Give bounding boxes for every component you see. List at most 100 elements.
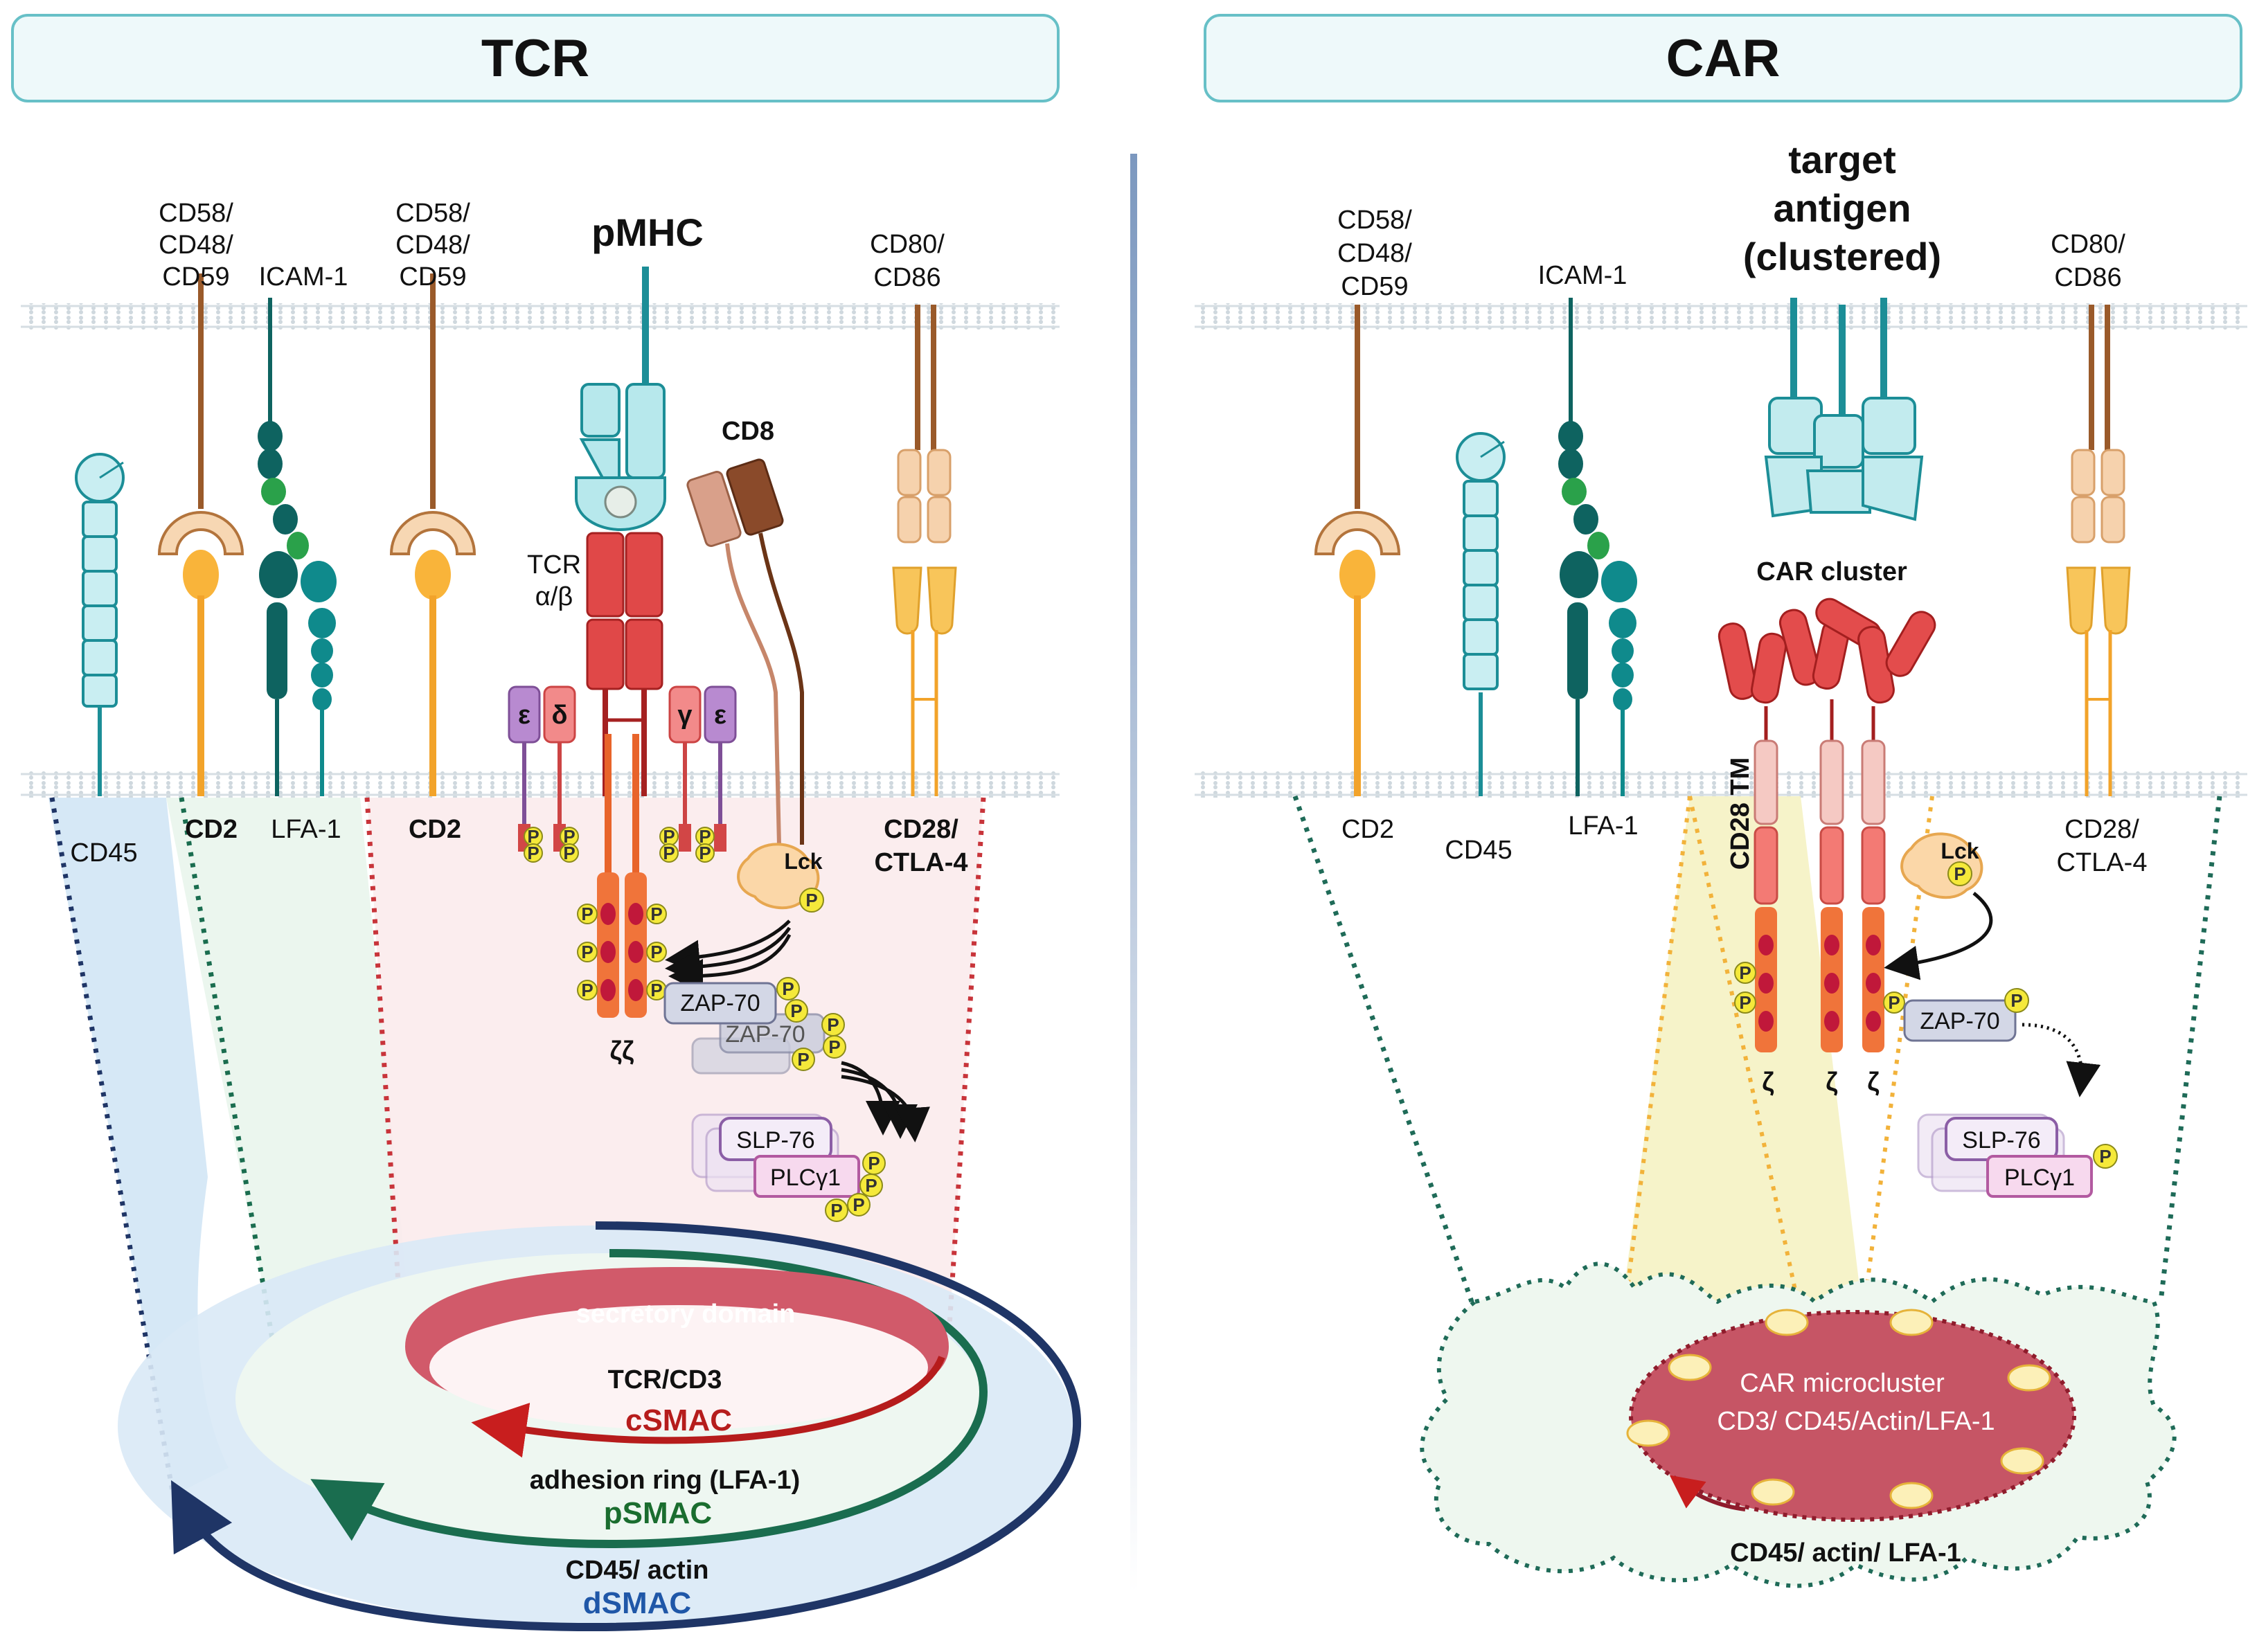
car-title: CAR bbox=[1666, 29, 1781, 88]
zap70-phospho-tcr: P P P P P bbox=[776, 977, 846, 1071]
svg-text:P: P bbox=[663, 826, 675, 847]
svg-text:P: P bbox=[581, 980, 593, 1000]
cd28-label-car-1: CD28/ bbox=[2064, 815, 2139, 844]
pmhc-label: pMHC bbox=[591, 210, 704, 254]
svg-text:P: P bbox=[828, 1036, 840, 1057]
cd2-cd58-pair-b bbox=[389, 273, 476, 796]
car-microcluster-label-1: CAR microcluster bbox=[1740, 1369, 1945, 1398]
zeta-chains-tcr bbox=[597, 734, 647, 1018]
gamma-label: γ bbox=[677, 701, 692, 730]
svg-text:P: P bbox=[581, 904, 593, 924]
cd80-cd28-pair-car bbox=[2066, 305, 2131, 796]
svg-text:P: P bbox=[827, 1014, 839, 1035]
svg-text:CD59: CD59 bbox=[399, 262, 466, 291]
plcg1-label-car: PLCγ1 bbox=[2004, 1165, 2075, 1191]
icam1-label-tcr: ICAM-1 bbox=[259, 262, 348, 291]
svg-text:P: P bbox=[581, 942, 593, 962]
apc-membrane-car bbox=[1195, 303, 2247, 330]
tcr-synapse-rings: secretory domain TCR/CD3 cSMAC adhesion … bbox=[118, 1221, 1082, 1632]
cd3-phospho-groups: P P P P P P P P bbox=[524, 826, 715, 863]
svg-text:CD58/: CD58/ bbox=[395, 199, 470, 228]
cd3-gamma bbox=[668, 685, 702, 852]
car-outer-synapse-label: CD45/ actin/ LFA-1 bbox=[1730, 1538, 1961, 1568]
lck-arrows-tcr bbox=[665, 919, 792, 994]
psmac-label: pSMAC bbox=[604, 1496, 712, 1530]
zeta-label-tcr: ζζ bbox=[610, 1036, 634, 1066]
cd45-receptor-car bbox=[1456, 432, 1506, 796]
svg-text:P: P bbox=[650, 904, 662, 924]
lfa1-label-car: LFA-1 bbox=[1568, 811, 1638, 841]
cd2-label-car: CD2 bbox=[1341, 815, 1394, 844]
lck-label-car: Lck bbox=[1941, 838, 1979, 863]
svg-text:P: P bbox=[830, 1200, 842, 1221]
cd28-label-tcr-2: CTLA-4 bbox=[874, 848, 967, 877]
dsmac-label: dSMAC bbox=[583, 1586, 691, 1620]
svg-text:P: P bbox=[797, 1049, 809, 1070]
icam1-lfa1-pair-tcr bbox=[258, 298, 337, 796]
slp76-plcg1-car: P bbox=[1917, 1113, 2118, 1198]
target-antigen-label-2: antigen bbox=[1773, 186, 1911, 230]
lck-kinase-tcr: P bbox=[737, 843, 824, 913]
svg-text:P: P bbox=[1739, 962, 1751, 983]
tcr-label: TCR bbox=[527, 550, 581, 580]
svg-text:CD58/: CD58/ bbox=[1337, 206, 1412, 235]
epsilon-label-2: ε bbox=[714, 701, 726, 730]
svg-text:CD59: CD59 bbox=[1341, 272, 1408, 301]
svg-text:P: P bbox=[1739, 992, 1751, 1013]
tcr-title: TCR bbox=[481, 29, 589, 88]
cd2-cd58-pair-car bbox=[1314, 305, 1401, 796]
cd2-label-b: CD2 bbox=[409, 815, 461, 844]
svg-text:P: P bbox=[1954, 863, 1965, 884]
cd80-label-tcr-1: CD80/ bbox=[870, 230, 945, 259]
car-microcluster bbox=[1626, 1309, 2076, 1522]
car-cluster-label: CAR cluster bbox=[1756, 557, 1907, 586]
slp76-label-car: SLP-76 bbox=[1962, 1127, 2040, 1153]
tcr-alpha-beta-label: α/β bbox=[535, 582, 573, 611]
svg-text:P: P bbox=[699, 843, 711, 863]
svg-text:CD59: CD59 bbox=[162, 262, 229, 291]
tcr-cd3-label: TCR/CD3 bbox=[608, 1365, 722, 1394]
svg-text:P: P bbox=[527, 843, 539, 863]
zeta-label-car-3: ζ bbox=[1867, 1068, 1880, 1097]
cd58-label-car: CD58/ CD48/ CD59 bbox=[1337, 206, 1412, 301]
cd80-label-car-1: CD80/ bbox=[2051, 230, 2125, 259]
cd58-label-a: CD58/ CD48/ CD59 bbox=[159, 199, 233, 291]
cd8-coreceptor bbox=[686, 458, 804, 845]
icam1-lfa1-pair-car bbox=[1558, 298, 1637, 796]
cd80-label-tcr-2: CD86 bbox=[873, 263, 940, 292]
cd8-label: CD8 bbox=[722, 417, 774, 446]
svg-text:CD48/: CD48/ bbox=[159, 231, 233, 260]
zap70-tcr bbox=[663, 982, 826, 1075]
svg-text:P: P bbox=[563, 826, 575, 847]
zap70-label-car: ZAP-70 bbox=[1920, 1008, 1999, 1034]
slp76-label-tcr: SLP-76 bbox=[736, 1127, 814, 1153]
svg-text:P: P bbox=[865, 1175, 877, 1196]
plcg1-label-tcr: PLCγ1 bbox=[770, 1165, 841, 1191]
tcell-membrane-car bbox=[1195, 771, 2247, 798]
cd2-cd58-pair-a bbox=[157, 273, 244, 796]
pmhc bbox=[575, 267, 666, 531]
svg-text:P: P bbox=[650, 980, 662, 1000]
target-antigen-cluster bbox=[1764, 298, 1924, 521]
zeta-label-car-1: ζ bbox=[1762, 1068, 1774, 1097]
svg-text:P: P bbox=[790, 1000, 802, 1021]
car-microcluster-label-2: CD3/ CD45/Actin/LFA-1 bbox=[1717, 1407, 1995, 1436]
zeta-label-car-2: ζ bbox=[1826, 1068, 1838, 1097]
plcg1-phospho-tcr: P P P P bbox=[825, 1151, 886, 1222]
svg-text:P: P bbox=[853, 1194, 864, 1215]
cd2-label-a: CD2 bbox=[185, 815, 238, 844]
cd28-tm-label: CD28 TM bbox=[1726, 757, 1755, 870]
cd28-label-car-2: CTLA-4 bbox=[2057, 848, 2148, 877]
cd80-label-car-2: CD86 bbox=[2054, 263, 2121, 292]
svg-text:P: P bbox=[527, 826, 539, 847]
cd45-actin-label: CD45/ actin bbox=[566, 1556, 709, 1585]
cd45-receptor-tcr bbox=[75, 453, 125, 796]
csmac-label: cSMAC bbox=[625, 1403, 732, 1437]
car-header: CAR bbox=[1204, 14, 2242, 102]
svg-text:P: P bbox=[563, 843, 575, 863]
cd80-cd28-pair-tcr bbox=[892, 305, 957, 796]
svg-text:CD48/: CD48/ bbox=[1337, 239, 1412, 268]
lfa1-label-tcr: LFA-1 bbox=[271, 815, 341, 844]
tcr-alpha-beta bbox=[586, 532, 663, 796]
